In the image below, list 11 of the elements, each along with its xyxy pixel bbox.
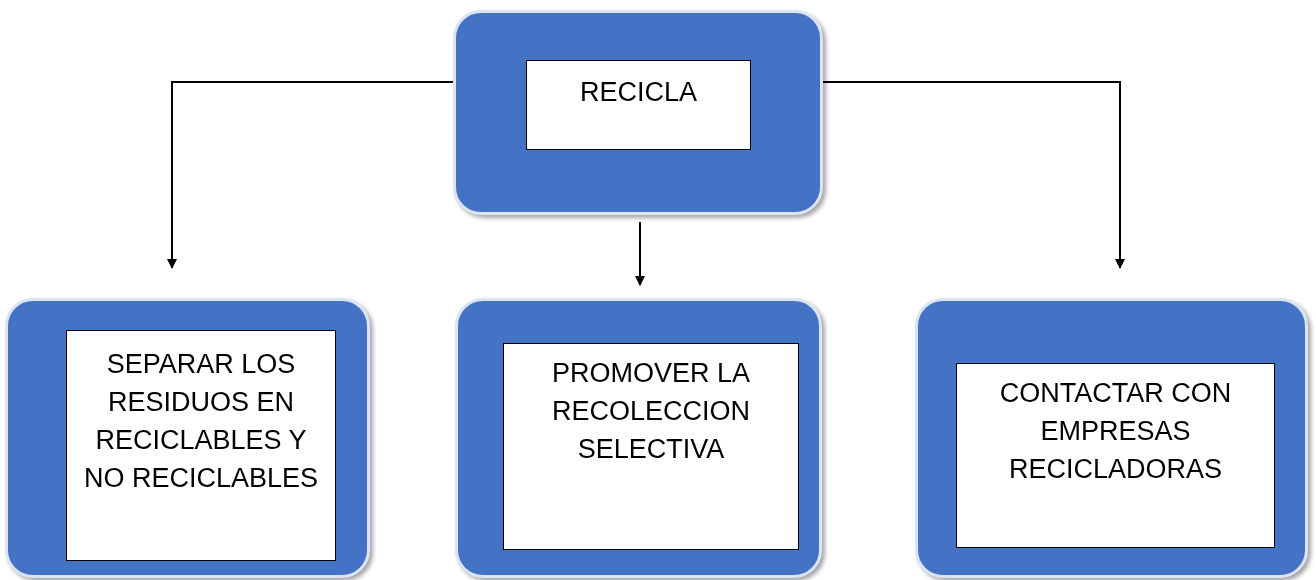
text-box: SEPARAR LOS RESIDUOS EN RECICLABLES Y NO RECICLABLES bbox=[66, 330, 336, 561]
rounded-box bbox=[915, 298, 1308, 578]
arrow bbox=[822, 81, 1125, 269]
text-box: RECICLA bbox=[526, 60, 751, 150]
arrow bbox=[635, 221, 645, 286]
text-box: CONTACTAR CON EMPRESAS RECICLADORAS bbox=[956, 363, 1275, 548]
rounded-box bbox=[453, 10, 823, 215]
rounded-box bbox=[455, 298, 822, 578]
rounded-box bbox=[5, 298, 370, 578]
text-box: PROMOVER LA RECOLECCION SELECTIVA bbox=[503, 343, 799, 550]
arrow bbox=[167, 81, 454, 269]
